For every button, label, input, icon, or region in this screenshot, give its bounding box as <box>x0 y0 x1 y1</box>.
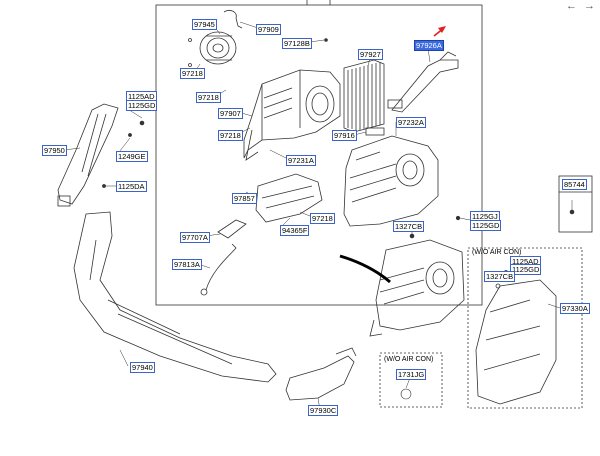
part-label[interactable]: 97940 <box>130 362 155 373</box>
part-label[interactable]: 97916 <box>332 130 357 141</box>
part-label[interactable]: 97128B <box>282 38 312 49</box>
part-label[interactable]: 97907 <box>218 108 243 119</box>
side-duct-drawing <box>57 103 119 207</box>
heater-pipe-drawing <box>387 51 459 113</box>
small-part-box <box>558 175 593 233</box>
part-label[interactable]: 97231A <box>286 155 316 166</box>
part-label[interactable]: 97857 <box>232 193 257 204</box>
option-caption: (W/O AIR CON) <box>384 356 434 363</box>
part-label[interactable]: 1125GD <box>126 100 158 111</box>
part-label[interactable]: 97813A <box>172 259 202 270</box>
part-label[interactable]: 97218 <box>180 68 205 79</box>
part-label[interactable]: 97232A <box>396 117 426 128</box>
lower-duct-drawing <box>73 211 357 401</box>
woac-option-box-bottom <box>379 352 443 408</box>
option-caption: (W/O AIR CON) <box>472 249 522 256</box>
part-label[interactable]: 1327CB <box>484 271 516 282</box>
assembly-callout-arrow <box>339 254 391 284</box>
part-label-highlighted[interactable]: 97926A <box>414 40 444 51</box>
part-label[interactable]: 97218 <box>218 130 243 141</box>
part-label[interactable]: 97218 <box>196 92 221 103</box>
blower-unit-woac-drawing <box>369 239 465 337</box>
part-label[interactable]: 97950 <box>42 145 67 156</box>
evaporator-core-drawing <box>343 59 385 136</box>
part-label[interactable]: 97909 <box>256 24 281 35</box>
part-label[interactable]: 1125DA <box>116 181 147 192</box>
aircon-cover-drawing <box>475 279 557 405</box>
part-label[interactable]: 1327CB <box>393 221 425 232</box>
intake-duct-drawing <box>200 173 323 296</box>
part-label[interactable]: 97218 <box>310 213 335 224</box>
part-label[interactable]: 97930C <box>308 405 339 416</box>
part-label[interactable]: 1249GE <box>116 151 148 162</box>
part-label[interactable]: 97945 <box>192 19 217 30</box>
highlight-pointer-head <box>438 26 446 33</box>
part-label[interactable]: 97927 <box>358 49 383 60</box>
part-label[interactable]: 1731JG <box>396 369 427 380</box>
woac-option-box-right <box>467 247 583 409</box>
part-label[interactable]: 94365F <box>280 225 310 236</box>
back-arrow-icon[interactable]: ← <box>566 0 577 12</box>
part-label[interactable]: 85744 <box>562 179 587 190</box>
blower-case-drawing <box>243 69 341 161</box>
forward-arrow-icon[interactable]: → <box>584 0 595 12</box>
part-label[interactable]: 97707A <box>180 232 210 243</box>
part-label[interactable]: 97330A <box>560 303 590 314</box>
part-label[interactable]: 1125GD <box>470 220 502 231</box>
part-label[interactable]: 1125GD <box>510 264 542 275</box>
heater-case-drawing <box>343 135 439 227</box>
fastener-symbols <box>102 38 575 400</box>
main-assembly-frame <box>155 4 483 306</box>
blower-motor-drawing <box>188 10 243 67</box>
